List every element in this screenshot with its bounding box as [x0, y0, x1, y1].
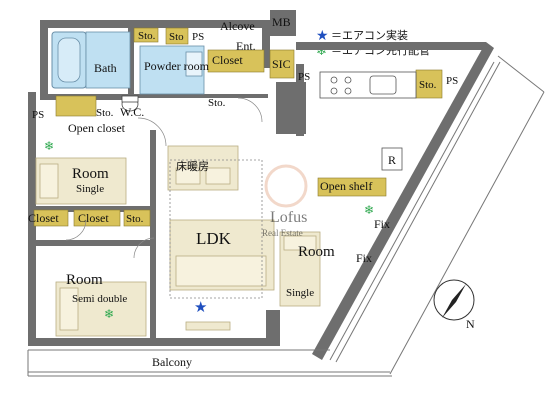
label-closet-1: Closet [28, 211, 59, 225]
watermark-sub: Real Estate [262, 228, 303, 238]
label-bath: Bath [94, 61, 117, 75]
balcony-outline [27, 349, 392, 377]
label-sto-1: Sto. [138, 30, 156, 42]
label-sto-wc: Sto. [96, 107, 114, 119]
label-room-2: Room [66, 272, 103, 288]
label-sto-2: Sto [169, 31, 184, 43]
label-sto-kitchen: Sto. [419, 79, 437, 91]
label-single-3: Single [286, 287, 314, 299]
label-balcony: Balcony [152, 355, 192, 369]
label-r: R [388, 153, 396, 167]
snowflake-icon-room2: ❄ [104, 307, 114, 321]
north-arrow: N [433, 279, 475, 331]
diagonal-wall [312, 42, 545, 375]
label-alcove: Alcove [220, 19, 255, 33]
refrigerator-box [381, 147, 403, 171]
label-powder-room: Powder room [144, 59, 210, 73]
labels: Alcove MB Ent. Bath Powder room Sto. Sto… [28, 15, 458, 369]
label-sto-room: Sto. [126, 213, 144, 225]
label-sic: SIC [272, 57, 291, 71]
label-open-shelf: Open shelf [320, 179, 372, 193]
label-ldk: LDK [196, 229, 232, 248]
label-ent: Ent. [236, 39, 256, 53]
label-wc: W.C. [120, 105, 144, 119]
label-closet-2: Closet [78, 211, 109, 225]
star-icon-ldk: ★ [194, 300, 207, 316]
compass-north-icon: N [466, 317, 475, 331]
bathroom-fixtures [51, 31, 205, 112]
doors [65, 97, 263, 259]
label-room-1: Room [72, 166, 109, 182]
legend-star-text: ＝エアコン実装 [331, 28, 408, 42]
kitchen-counter [319, 71, 417, 99]
label-closet-entry: Closet [212, 53, 243, 67]
label-sto-hall: Sto. [208, 97, 226, 109]
watermark-brand: Lofus [270, 209, 307, 226]
floor-heating-area [169, 159, 263, 299]
label-ps-1: PS [192, 31, 204, 43]
label-semi-double: Semi double [72, 293, 127, 305]
snowflake-icon-room1: ❄ [44, 139, 54, 153]
label-ps-3: PS [446, 75, 458, 87]
label-fix-1: Fix [374, 217, 390, 231]
label-open-closet: Open closet [68, 121, 126, 135]
label-single-1: Single [76, 183, 104, 195]
watermark: Lofus Real Estate [262, 164, 308, 238]
label-fix-2: Fix [356, 251, 372, 265]
storage-blocks [33, 27, 443, 227]
label-mb: MB [272, 15, 291, 29]
label-floor-heating: 床暖房 [176, 159, 209, 173]
label-ps-2: PS [298, 71, 310, 83]
label-ps-4: PS [32, 109, 44, 121]
furniture [35, 145, 321, 337]
star-icon: ★ [316, 29, 329, 44]
label-room-3: Room [298, 244, 335, 260]
snowflake-icon: ❄ [316, 43, 327, 58]
snowflake-icon-ldk: ❄ [364, 203, 374, 217]
